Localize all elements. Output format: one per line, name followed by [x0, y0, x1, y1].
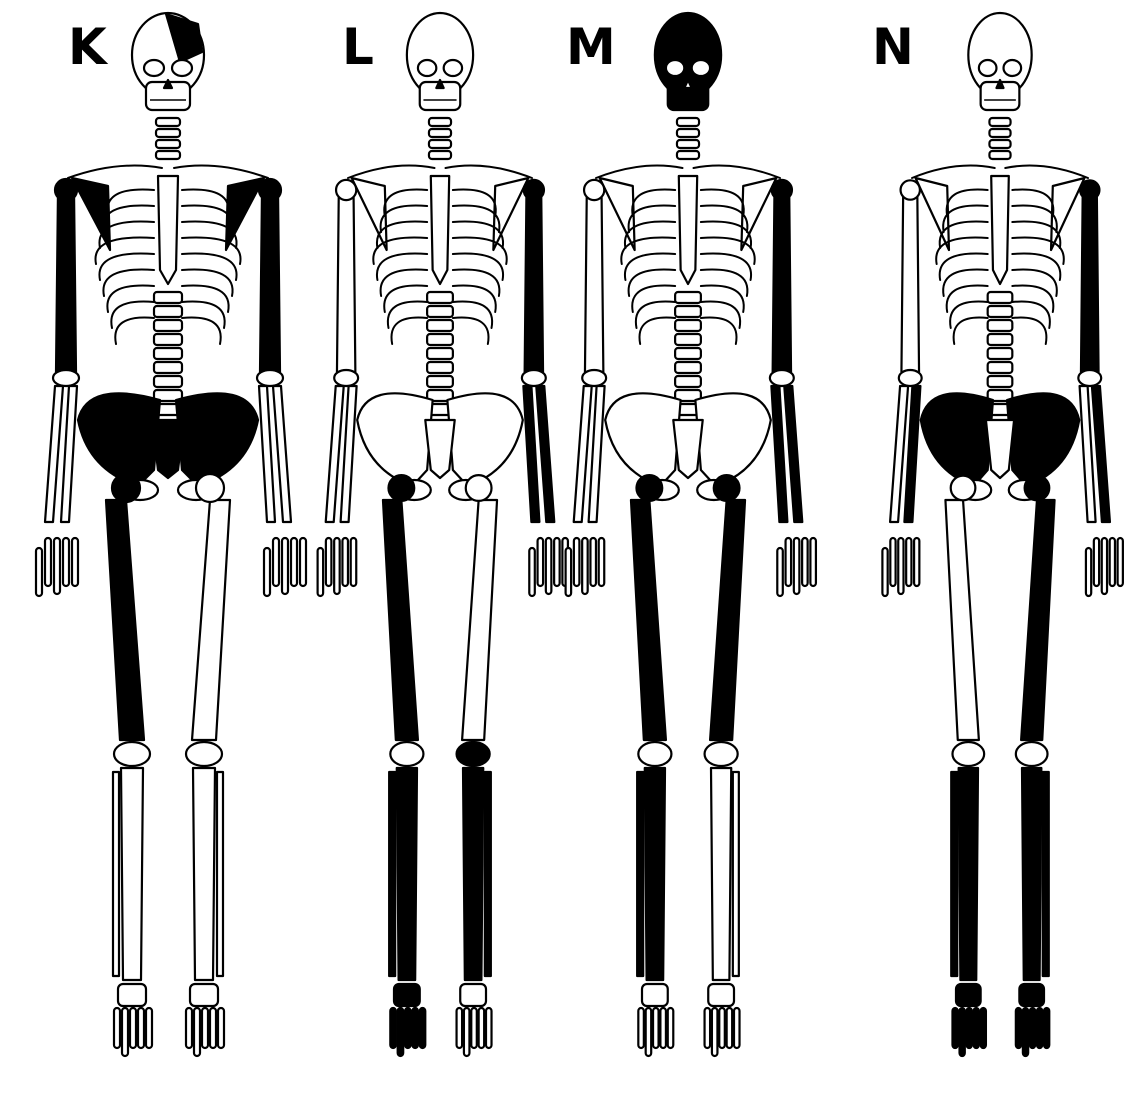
skeleton-n — [882, 13, 1122, 1056]
skeleton-l — [318, 13, 568, 1056]
skull — [132, 13, 204, 110]
skeleton-m — [566, 13, 816, 1056]
skull — [655, 13, 721, 110]
skull — [968, 13, 1031, 110]
skeleton-k — [36, 13, 306, 1056]
skull — [407, 13, 473, 110]
